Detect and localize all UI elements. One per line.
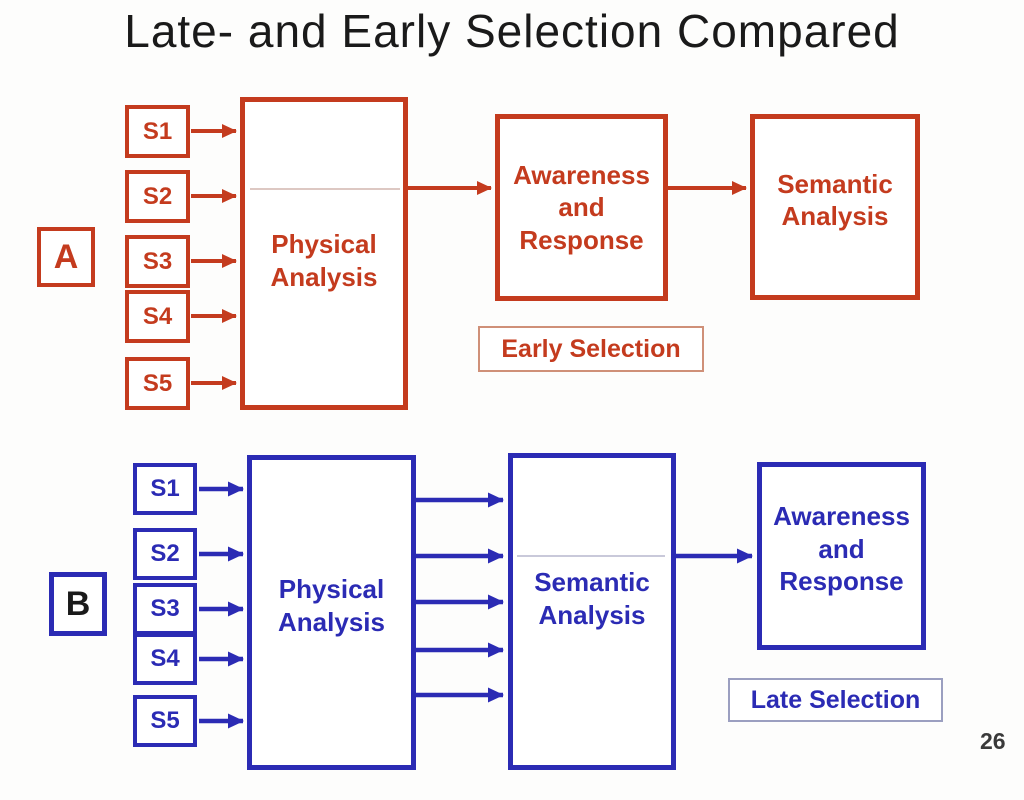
awareness-response-label-b: Awareness and Response — [773, 501, 910, 597]
slide-title: Late- and Early Selection Compared — [124, 5, 900, 57]
stimulus-box-b-s1: S1 — [133, 463, 197, 515]
awareness-response-box-a: Awareness and Response — [495, 114, 668, 301]
selection-line-b — [517, 555, 665, 557]
selection-line-a — [250, 188, 400, 190]
stimulus-box-a-s5: S5 — [125, 357, 190, 410]
semantic-analysis-label-b: Semantic Analysis — [534, 567, 650, 630]
panel-a-label-box: A — [37, 227, 95, 287]
panel-a-label: A — [53, 237, 79, 276]
stimulus-box-b-s2: S2 — [133, 528, 197, 580]
panel-b-label: B — [65, 584, 91, 623]
early-selection-caption: Early Selection — [478, 326, 704, 372]
awareness-response-label-a: Awareness and Response — [513, 159, 650, 255]
physical-analysis-label-b: Physical Analysis — [278, 574, 385, 637]
stimulus-label: S1 — [142, 117, 173, 145]
stimulus-label: S1 — [150, 475, 180, 502]
early-selection-label: Early Selection — [501, 334, 681, 363]
stimulus-box-a-s1: S1 — [125, 105, 190, 158]
semantic-analysis-box-b: Semantic Analysis — [508, 453, 676, 770]
stimulus-label: S2 — [142, 182, 173, 210]
semantic-analysis-box-a: Semantic Analysis — [750, 114, 920, 300]
stimulus-box-a-s3: S3 — [125, 235, 190, 288]
stimulus-label: S2 — [150, 540, 180, 567]
stimulus-label: S3 — [150, 595, 180, 622]
page-number: 26 — [980, 728, 1006, 754]
physical-analysis-label-a: Physical Analysis — [270, 229, 378, 292]
stimulus-label: S5 — [142, 369, 173, 397]
stimulus-label: S4 — [150, 645, 180, 672]
stimulus-box-b-s3: S3 — [133, 583, 197, 635]
physical-analysis-box-a: Physical Analysis — [240, 97, 408, 410]
stimulus-label: S5 — [150, 707, 180, 734]
physical-analysis-box-b: Physical Analysis — [247, 455, 416, 770]
stimulus-box-a-s2: S2 — [125, 170, 190, 223]
late-selection-label: Late Selection — [750, 685, 921, 714]
panel-b-label-box: B — [49, 572, 107, 636]
stimulus-box-b-s4: S4 — [133, 633, 197, 685]
stimulus-box-b-s5: S5 — [133, 695, 197, 747]
late-selection-caption: Late Selection — [728, 678, 943, 722]
semantic-analysis-label-a: Semantic Analysis — [777, 168, 893, 232]
awareness-response-box-b: Awareness and Response — [757, 462, 926, 650]
stimulus-box-a-s4: S4 — [125, 290, 190, 343]
stimulus-label: S4 — [142, 302, 173, 330]
stimulus-label: S3 — [142, 247, 173, 275]
